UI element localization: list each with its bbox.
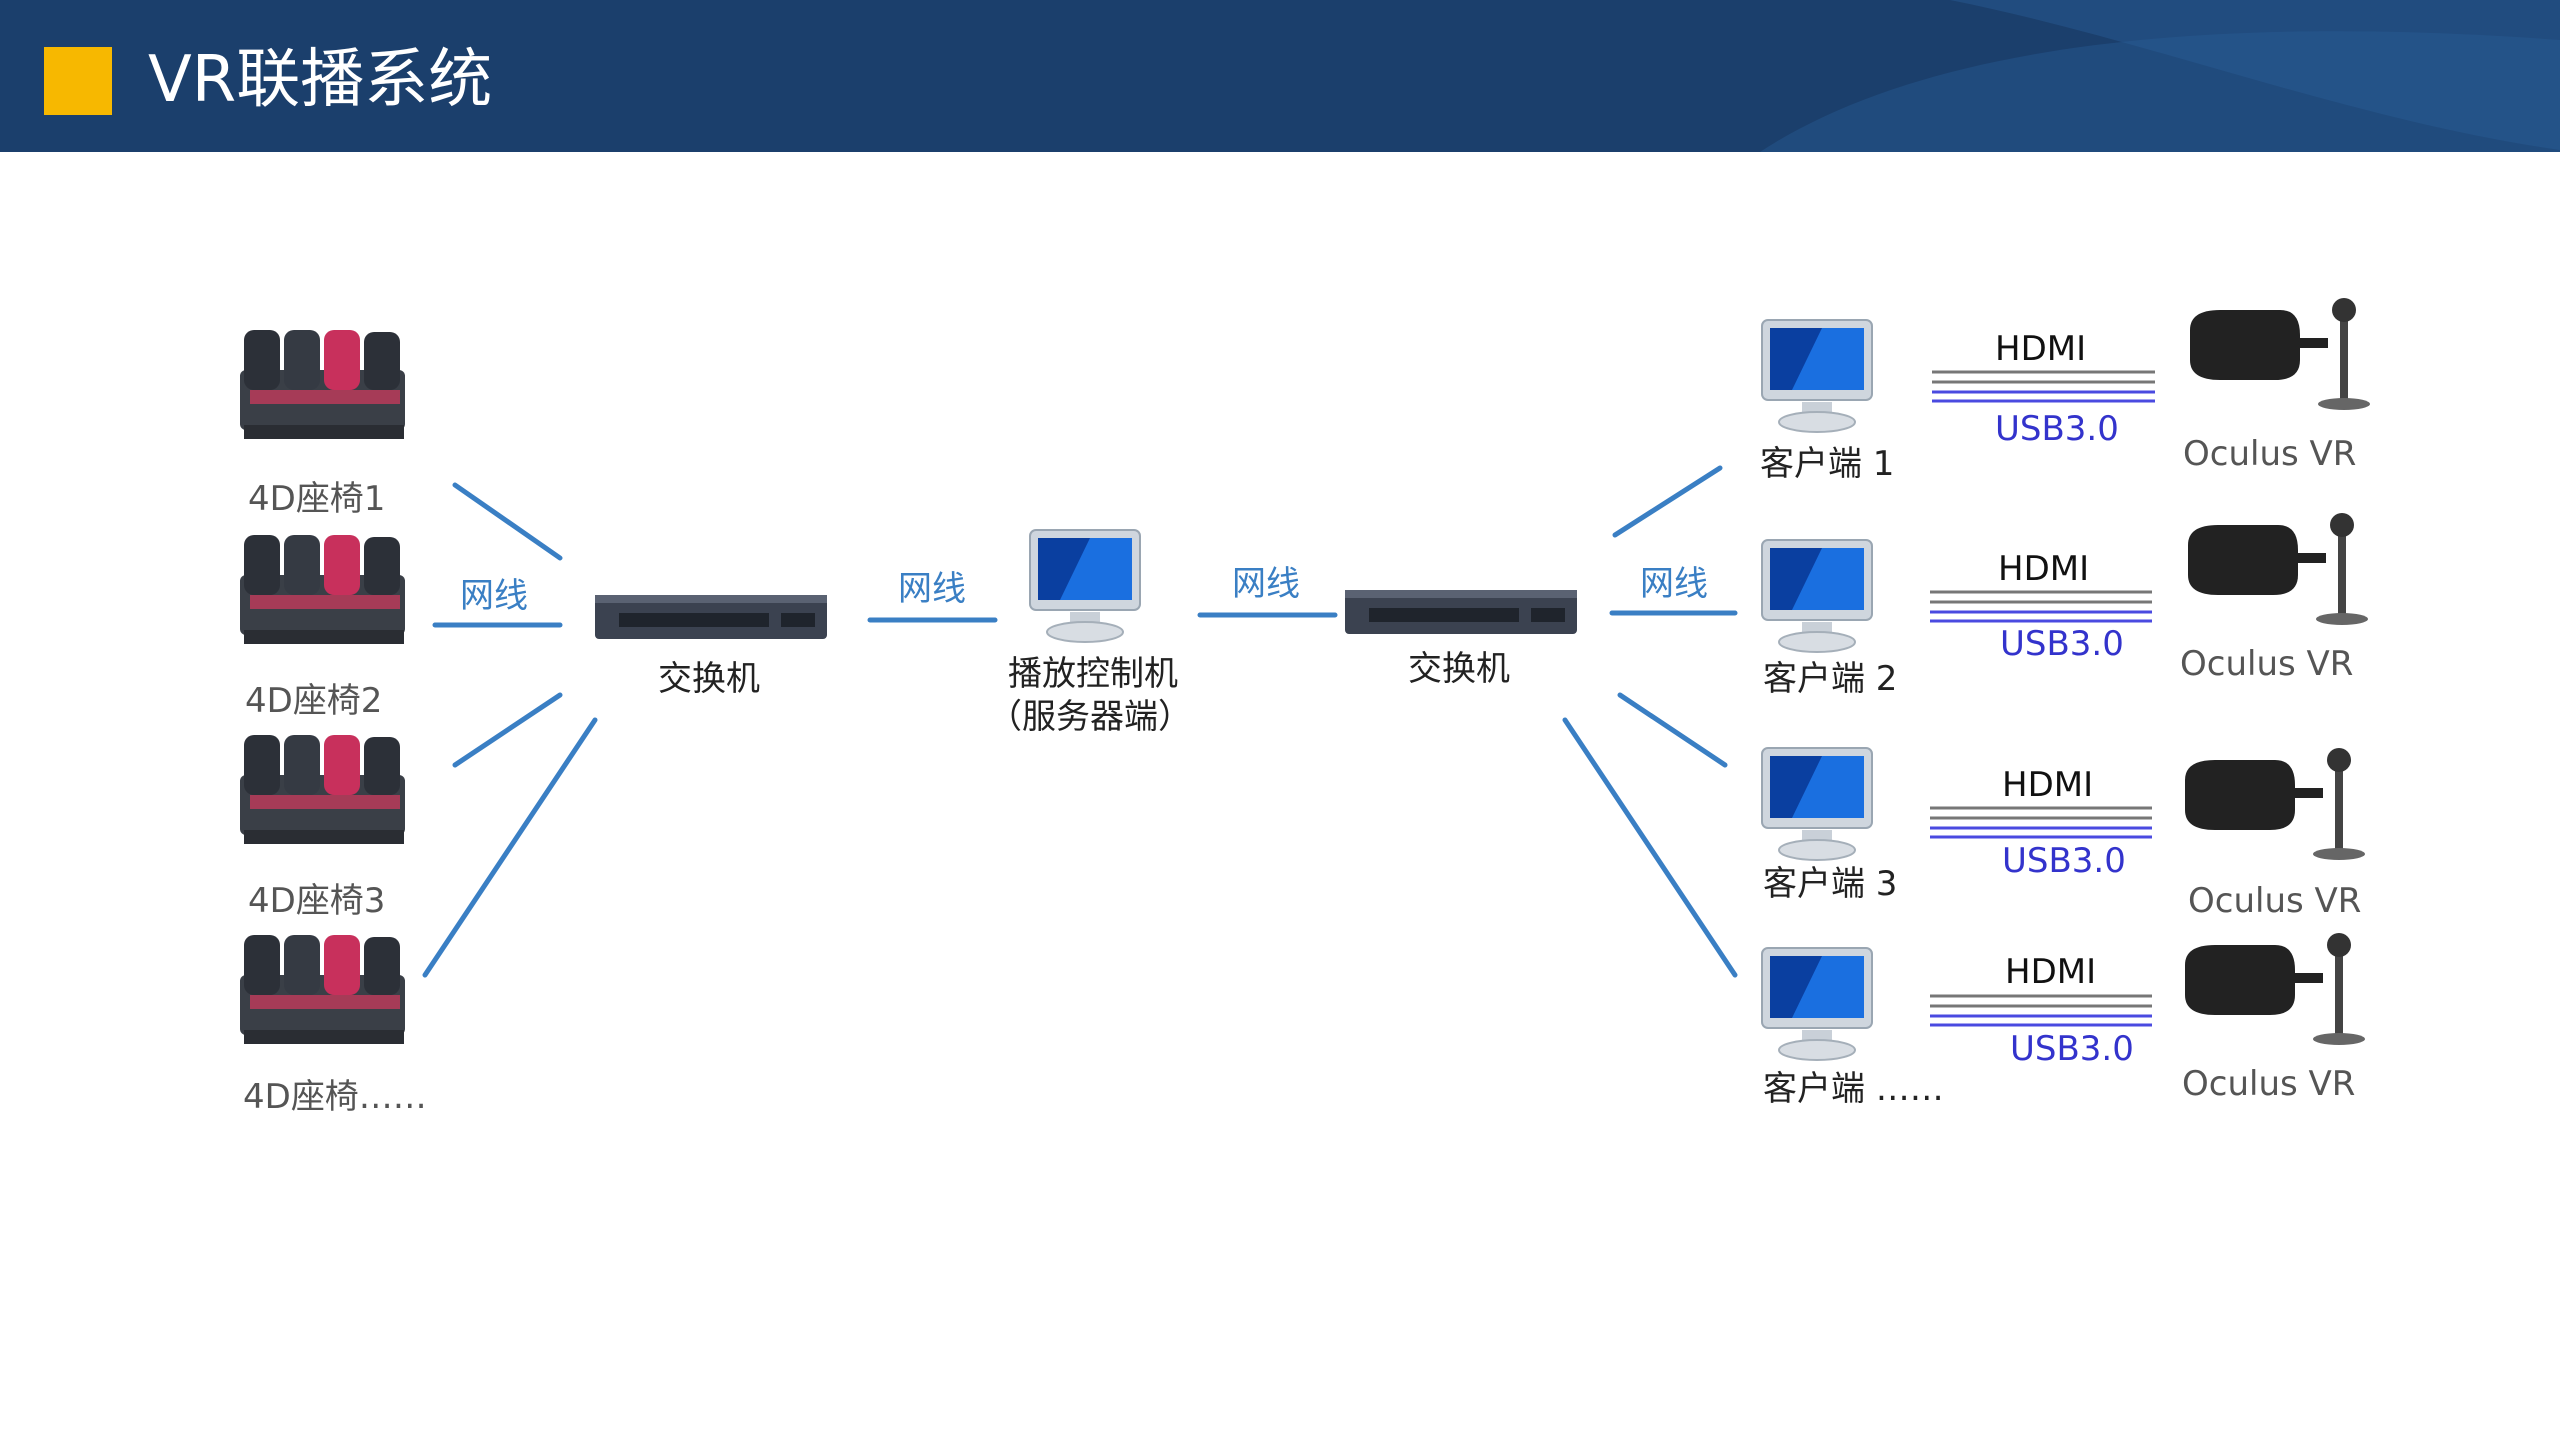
- seat-label-3: 4D座椅3: [248, 881, 385, 921]
- client-3-label: 客户端 3: [1763, 864, 1897, 904]
- client-1-hdmi-label: HDMI: [1995, 329, 2086, 369]
- title-accent-square: [44, 47, 112, 115]
- client-2-monitor-image: [1761, 539, 1873, 653]
- 4d-seat-4-image: [240, 935, 405, 1044]
- client-2-label: 客户端 2: [1763, 659, 1897, 699]
- client-2-hdmi-label: HDMI: [1998, 549, 2089, 589]
- 4d-seat-1-image: [240, 330, 405, 439]
- client-1-link-lines: [1932, 370, 2155, 403]
- left-switch-label: 交换机: [658, 659, 760, 699]
- seat-cables: [422, 482, 598, 978]
- header-bar: VR联播系统: [0, 0, 2560, 152]
- right-switch-label: 交换机: [1408, 649, 1510, 689]
- left-switch-image: [595, 595, 827, 639]
- client-2-device-label: Oculus VR: [2180, 644, 2353, 684]
- seat-label-1: 4D座椅1: [248, 479, 385, 519]
- client-3-link-lines: [1930, 806, 2152, 839]
- client-1-device-label: Oculus VR: [2183, 434, 2356, 474]
- client-4-hdmi-label: HDMI: [2005, 952, 2096, 992]
- client-1-label: 客户端 1: [1760, 444, 1894, 484]
- client-3-monitor-image: [1761, 747, 1873, 861]
- seat-label-4: 4D座椅……: [243, 1077, 427, 1117]
- right-switch-image: [1345, 590, 1577, 634]
- client-3-hdmi-label: HDMI: [2002, 765, 2093, 805]
- oculus-vr-2-image: [2188, 513, 2368, 625]
- client-4-device-label: Oculus VR: [2182, 1064, 2355, 1104]
- cable-label-server-switch: 网线: [1232, 564, 1300, 604]
- header-wave-decoration: [1760, 0, 2560, 152]
- server-label-line1: 播放控制机: [1008, 654, 1178, 694]
- seat-label-2: 4D座椅2: [245, 681, 382, 721]
- cable-label-seats: 网线: [460, 576, 528, 616]
- oculus-vr-1-image: [2190, 298, 2370, 410]
- client-cables: [1562, 465, 1738, 978]
- server-label-line2: （服务器端）: [988, 697, 1192, 737]
- cable-label-clients: 网线: [1640, 564, 1708, 604]
- client-3-usb-label: USB3.0: [2002, 841, 2126, 881]
- client-1-usb-label: USB3.0: [1995, 409, 2119, 449]
- client-2-link-lines: [1930, 590, 2152, 623]
- client-4-link-lines: [1930, 994, 2152, 1027]
- server-monitor-image: [1029, 529, 1141, 643]
- client-4-monitor-image: [1761, 947, 1873, 1061]
- client-2-usb-label: USB3.0: [2000, 624, 2124, 664]
- client-1-monitor-image: [1761, 319, 1873, 433]
- 4d-seat-2-image: [240, 535, 405, 644]
- oculus-vr-3-image: [2185, 748, 2365, 860]
- page-title: VR联播系统: [148, 43, 493, 117]
- client-4-usb-label: USB3.0: [2010, 1029, 2134, 1069]
- client-4-label: 客户端 ……: [1763, 1069, 1944, 1109]
- cable-label-switch-server: 网线: [898, 569, 966, 609]
- oculus-vr-4-image: [2185, 933, 2365, 1045]
- 4d-seat-3-image: [240, 735, 405, 844]
- client-3-device-label: Oculus VR: [2188, 881, 2361, 921]
